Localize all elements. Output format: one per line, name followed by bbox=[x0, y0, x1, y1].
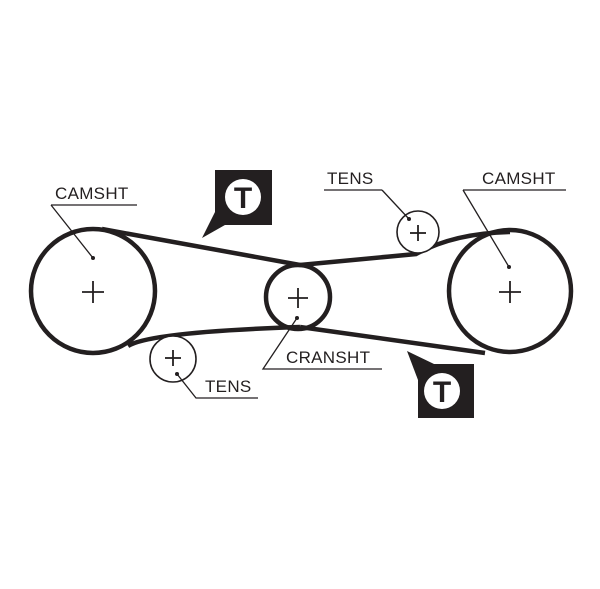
belt-top-left-run bbox=[101, 226, 301, 268]
tension-marker-top-letter: T bbox=[234, 182, 252, 215]
crankshaft-pulley bbox=[263, 262, 333, 332]
label-camshaft-left: CAMSHT bbox=[55, 184, 129, 203]
tension-marker-bottom: T bbox=[407, 351, 474, 418]
tensioner-pulley-top bbox=[396, 210, 440, 254]
label-crankshaft: CRANSHT bbox=[286, 348, 370, 367]
belt-bottom-right-run bbox=[299, 324, 486, 356]
camshaft-pulley-right bbox=[446, 227, 574, 355]
tension-marker-top: T bbox=[202, 170, 272, 238]
belt-bottom-left-run bbox=[126, 324, 301, 348]
tensioner-pulley-bottom bbox=[149, 335, 197, 383]
camshaft-pulley-left bbox=[28, 226, 158, 356]
label-camshaft-right: CAMSHT bbox=[482, 169, 556, 188]
label-tensioner-bottom: TENS bbox=[205, 377, 252, 396]
leader-crankshaft bbox=[261, 317, 382, 370]
leader-tensioner-bottom bbox=[176, 373, 258, 399]
leader-lines bbox=[50, 189, 566, 399]
label-tensioner-top: TENS bbox=[327, 169, 374, 188]
tension-marker-bottom-letter: T bbox=[433, 376, 451, 409]
